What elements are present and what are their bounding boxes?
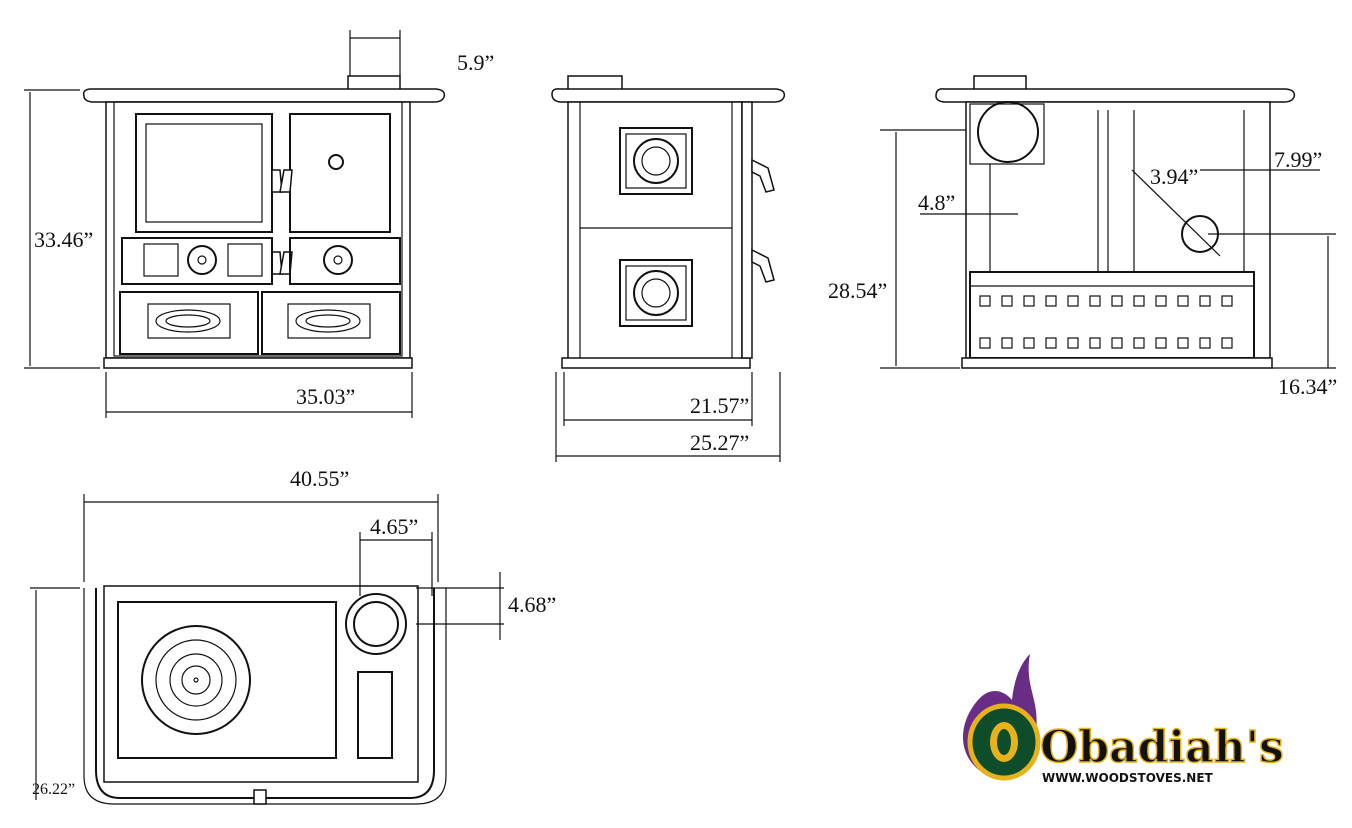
grill-opening (1199, 337, 1211, 349)
grill-opening (1155, 295, 1167, 307)
dim-top-overall-width: 40.55” (290, 466, 349, 491)
grill-opening (1133, 337, 1145, 349)
dim-front-flue-offset: 5.9” (457, 50, 494, 75)
logo-name: Obadiah's (1040, 722, 1284, 773)
grill-opening (1221, 295, 1233, 307)
side-view (551, 75, 786, 462)
grill-opening (1089, 337, 1101, 349)
grill-opening (1177, 337, 1189, 349)
dim-rear-outlet-diameter: 3.94” (1150, 164, 1198, 189)
dim-front-width: 35.03” (296, 384, 355, 409)
grill-opening (1111, 337, 1123, 349)
grill-opening (1023, 295, 1035, 307)
dim-side-overall-depth: 25.27” (690, 430, 749, 455)
grill-opening (979, 295, 991, 307)
logo-url: WWW.WOODSTOVES.NET (1042, 771, 1214, 785)
grill-opening (979, 337, 991, 349)
dim-top-flue-from-back: 4.68” (508, 592, 556, 617)
grill-opening (1001, 295, 1013, 307)
dim-rear-outlet-height: 16.34” (1278, 374, 1337, 399)
grill-opening (1023, 337, 1035, 349)
grill-opening (1045, 337, 1057, 349)
dim-rear-flue-center-height: 28.54” (828, 278, 887, 303)
dim-top-overall-depth: 26.22” (32, 781, 75, 798)
grill-opening (1067, 295, 1079, 307)
grill-opening (1155, 337, 1167, 349)
grill-opening (1045, 295, 1057, 307)
rear-view (880, 75, 1336, 369)
grill-opening (1221, 337, 1233, 349)
grill-opening (1089, 295, 1101, 307)
top-view (30, 494, 504, 805)
dim-top-flue-diameter: 4.65” (370, 514, 418, 539)
dim-rear-flue-side-offset: 4.8” (918, 190, 955, 215)
grill-opening (1067, 337, 1079, 349)
obadiahs-logo: Obadiah's WWW.WOODSTOVES.NET (962, 654, 1285, 785)
grill-opening (1177, 295, 1189, 307)
grill-opening (1133, 295, 1145, 307)
grill-opening (1199, 295, 1211, 307)
dim-rear-outlet-offset: 7.99” (1274, 147, 1322, 172)
front-view (24, 30, 446, 418)
dim-front-height: 33.46” (34, 227, 93, 252)
dim-side-body-depth: 21.57” (690, 393, 749, 418)
grill-opening (1111, 295, 1123, 307)
grill-opening (1001, 337, 1013, 349)
